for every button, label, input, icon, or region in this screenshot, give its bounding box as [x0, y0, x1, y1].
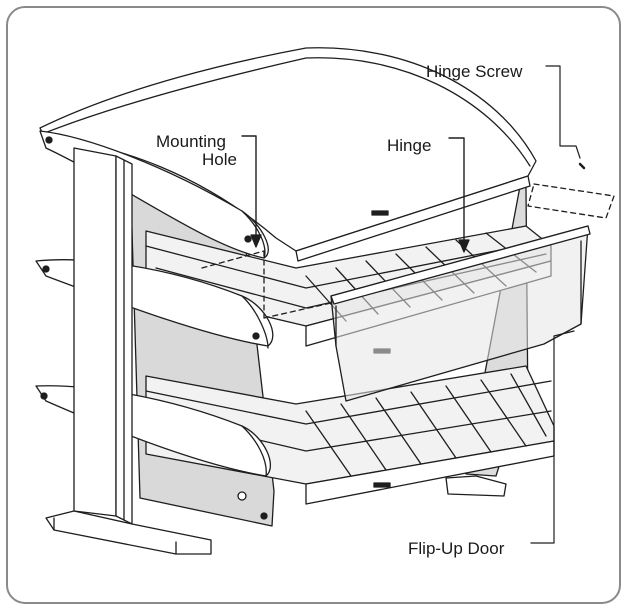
hinge-screw — [578, 162, 586, 170]
right-foot — [445, 475, 507, 497]
bracket-bolt — [40, 392, 48, 400]
flip-up-door-label: Flip-Up Door — [408, 539, 505, 558]
mounting-hole-label-line1: Mounting — [156, 132, 226, 151]
top-shelf-rail-1 — [145, 240, 547, 289]
mounting-hole-label: Mounting Hole — [156, 133, 246, 169]
bottom-shelf-slot — [373, 482, 391, 488]
top-canopy — [39, 47, 537, 252]
mounting-hole-guide — [201, 250, 332, 319]
bracket-bolt — [260, 512, 268, 520]
door-edges — [335, 240, 582, 347]
canopy-slot — [371, 210, 389, 216]
door-hinge-bar — [330, 225, 591, 305]
left-base-edges — [53, 517, 177, 555]
hinge-leader — [448, 137, 465, 249]
canopy-front-rail — [295, 175, 531, 262]
hinge-arrowhead — [458, 239, 470, 253]
mounting-hole-leader — [241, 135, 257, 244]
bracket-bolt — [45, 136, 53, 144]
bottom-shelf-rail-1 — [145, 380, 552, 425]
panel-knob — [237, 491, 247, 501]
canopy-inner-edge — [41, 57, 531, 167]
left-base-foot — [45, 510, 212, 555]
bracket-bolt — [244, 235, 252, 243]
bracket-bolt — [42, 265, 50, 273]
flip-up-door-leader — [530, 330, 575, 544]
hinge-screw-label: Hinge Screw — [426, 62, 523, 81]
diagram-frame: Hinge Screw Mounting Hole Hinge Flip-Up … — [6, 6, 621, 604]
hinge-screw-leader — [545, 65, 581, 159]
bracket-bolt — [252, 332, 260, 340]
mounting-hole-arrowhead — [250, 234, 262, 248]
left-post-front — [73, 147, 117, 517]
merchandiser-illustration — [6, 6, 621, 604]
hinge-label: Hinge — [387, 136, 432, 155]
hinge-screw-guide-box — [527, 183, 615, 219]
bottom-shelf-bars — [305, 373, 547, 477]
mounting-hole-label-line2: Hole — [202, 150, 237, 169]
